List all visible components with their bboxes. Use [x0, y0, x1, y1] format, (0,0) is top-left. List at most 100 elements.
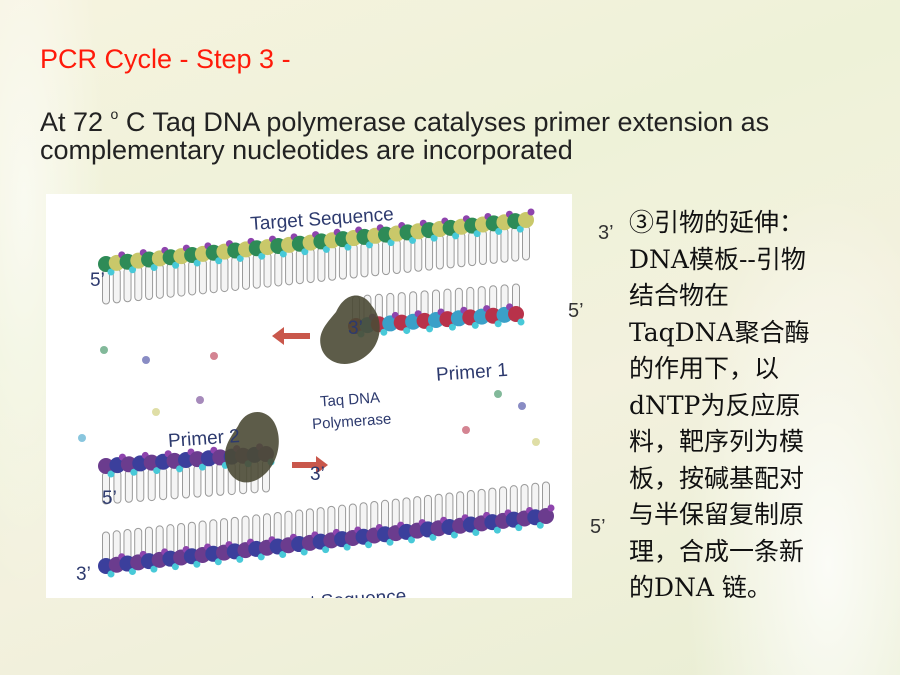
note-line: 板，按碱基配对	[629, 463, 805, 493]
base-pair-rung	[457, 232, 466, 268]
phosphate-bead	[515, 524, 523, 532]
phosphate-bead	[471, 321, 479, 329]
phosphate-bead	[448, 323, 456, 331]
phosphate-bead	[452, 232, 460, 240]
outside-end-5-bottom: 5’	[590, 516, 606, 538]
base-pair-rung	[209, 258, 218, 294]
base-pair-rung	[216, 462, 225, 496]
nucleotide-bead	[405, 313, 422, 330]
phosphate-bead	[387, 239, 395, 247]
end-3-center: 3’	[348, 318, 363, 339]
phosphate-bead	[214, 558, 222, 566]
nucleotide-bead	[98, 458, 114, 474]
nucleotide-bead	[416, 312, 433, 329]
phosphate-bead	[279, 550, 287, 558]
free-nucleotide	[462, 426, 470, 434]
phosphate-bead	[429, 533, 437, 541]
pcr-extension-illustration: Target Sequence Target Sequence Primer 1…	[46, 194, 572, 617]
slide-subtitle: At 72 o C Taq DNA polymerase catalyses p…	[40, 102, 880, 164]
base-pair-rung	[188, 260, 197, 296]
phosphate-bead	[493, 526, 501, 534]
end-5-primer2: 5’	[102, 488, 117, 509]
nucleotide-bead	[155, 453, 172, 470]
nucleotide-bead	[462, 309, 479, 326]
base-pair-rung	[274, 251, 283, 287]
phosphate-bead	[344, 243, 352, 251]
base-pair-rung	[382, 240, 390, 276]
base-pair-rung	[123, 267, 132, 303]
slide-title: PCR Cycle - Step 3 -	[40, 44, 291, 74]
base-pair-rung	[317, 246, 326, 282]
phosphate-bead	[343, 543, 351, 551]
lily-flower-decoration	[660, 120, 900, 675]
end-5-top: 5’	[90, 270, 105, 291]
free-nucleotide	[518, 402, 526, 410]
free-nucleotide	[78, 434, 86, 442]
base-pair-rung	[295, 249, 304, 285]
nucleotide-bead	[178, 452, 194, 468]
note-line: DNA模板--引物	[629, 244, 806, 274]
phosphate-bead	[527, 208, 535, 216]
degree-symbol: o	[110, 106, 119, 122]
base-pair-rung	[360, 242, 369, 278]
base-pair-rung	[425, 235, 434, 271]
phosphate-bead	[128, 568, 136, 576]
phosphate-bead	[279, 250, 287, 258]
nucleotide-bead	[428, 312, 444, 328]
note-line: 料，靶序列为模	[629, 427, 805, 456]
nucleotide-bead	[109, 457, 126, 474]
phosphate-bead	[426, 325, 434, 333]
phosphate-bead	[215, 257, 223, 265]
note-line: 理，合成一条新	[629, 536, 805, 566]
end-3-bottom: 3’	[76, 564, 91, 585]
outside-end-5-middle: 5’	[568, 300, 584, 322]
phosphate-bead	[153, 467, 161, 475]
base-pair-rung	[338, 244, 347, 280]
base-pair-rung	[193, 464, 202, 498]
note-line: 结合物在	[629, 281, 730, 310]
nucleotide-bead	[473, 308, 490, 325]
dna-diagram: Target Sequence Target Sequence Primer 1…	[76, 204, 555, 617]
note-line: TaqDNA聚合酶	[629, 317, 810, 347]
nucleotide-bead	[450, 310, 467, 327]
phosphate-bead	[365, 541, 373, 549]
note-line: dNTP为反应原	[629, 390, 801, 420]
phosphate-bead	[172, 261, 180, 269]
free-nucleotides	[78, 346, 540, 446]
phosphate-bead	[176, 465, 184, 473]
phosphate-bead	[300, 548, 308, 556]
phosphate-bead	[236, 254, 244, 262]
phosphate-bead	[198, 463, 206, 471]
base-pair-rung	[435, 234, 444, 270]
base-pair-rung	[145, 264, 154, 300]
free-nucleotide	[532, 438, 540, 446]
phosphate-bead	[472, 529, 480, 537]
base-pair-rung	[263, 252, 272, 288]
nucleotide-bead	[496, 306, 513, 323]
base-pair-rung	[155, 263, 164, 299]
base-pair-rung	[414, 236, 423, 272]
phosphate-bead	[107, 470, 115, 478]
phosphate-bead	[193, 259, 201, 267]
phosphate-bead	[494, 320, 502, 328]
nucleotide-bead	[508, 306, 524, 322]
phosphate-bead	[322, 546, 330, 554]
note-line: ③引物的延伸：	[629, 208, 805, 237]
phosphate-bead	[365, 241, 373, 249]
outside-end-3-top: 3’	[598, 222, 614, 244]
subtitle-text-start: At 72	[40, 107, 111, 137]
label-taq-line1: Taq DNA	[319, 389, 380, 410]
extension-arrow-1	[272, 327, 310, 345]
base-pair-rung	[204, 463, 213, 497]
base-pair-rung	[371, 241, 380, 277]
nucleotide-bead	[393, 314, 410, 331]
taq-polymerase-2	[224, 411, 279, 483]
phosphate-bead	[409, 236, 417, 244]
phosphate-bead	[517, 318, 525, 326]
phosphate-bead	[403, 327, 411, 335]
base-pair-rung	[328, 245, 337, 281]
base-pair-rung	[478, 230, 487, 266]
nucleotide-bead	[200, 450, 217, 467]
phosphate-bead	[450, 531, 458, 539]
nucleotide-bead	[189, 451, 206, 468]
